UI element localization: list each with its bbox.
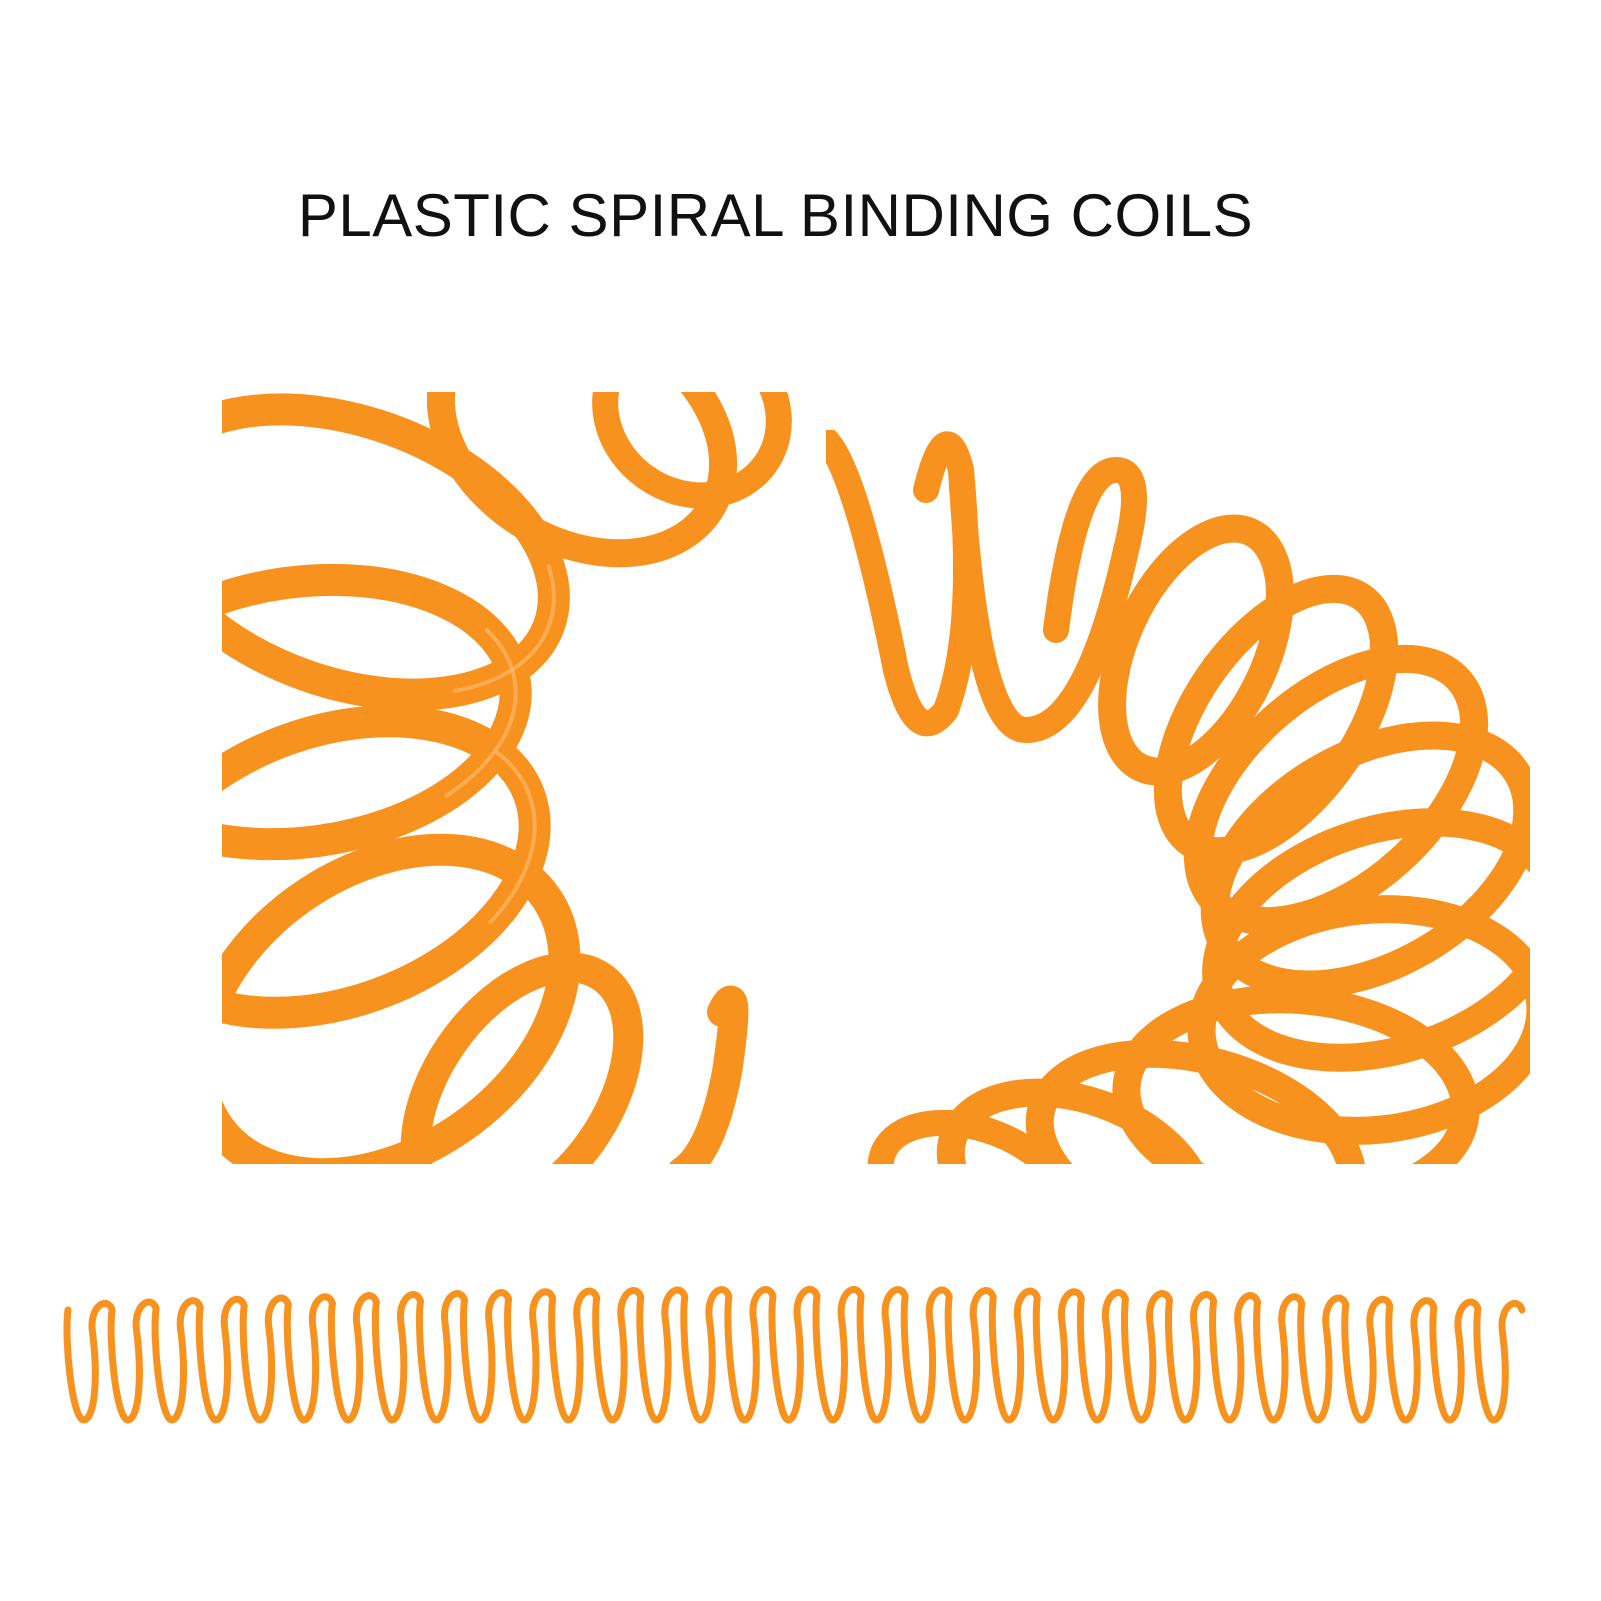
coil-closeup-left-drawing bbox=[222, 392, 792, 1164]
coil-full-length-image bbox=[60, 1270, 1530, 1450]
coil-closeup-right-image bbox=[826, 430, 1530, 1164]
coil-closeup-right-drawing bbox=[826, 430, 1530, 1164]
coil-closeup-left-image bbox=[222, 392, 800, 1164]
page-title: PLASTIC SPIRAL BINDING COILS bbox=[297, 182, 1254, 249]
coil-full-length-drawing bbox=[63, 1286, 1526, 1424]
coil-spiral bbox=[63, 1286, 1526, 1424]
